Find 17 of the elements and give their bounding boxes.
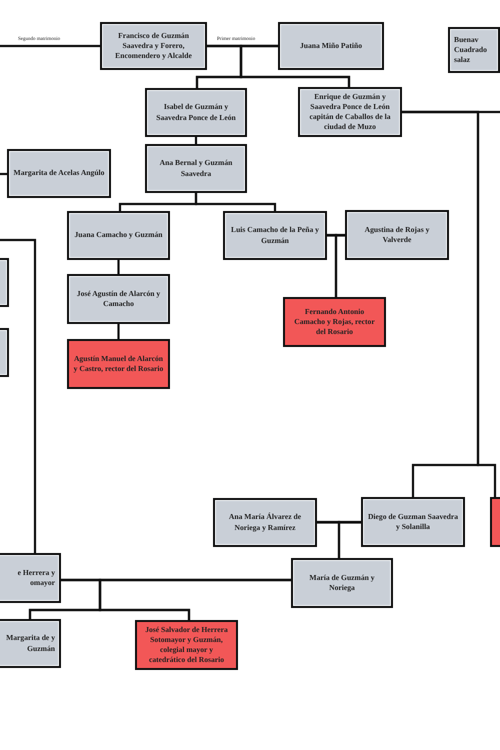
connector-line: [194, 137, 198, 144]
partial-box: [0, 258, 9, 307]
connector-line: [240, 44, 350, 87]
connector-line: [117, 324, 120, 339]
connector-line: [117, 260, 120, 274]
connector-line: [0, 44, 100, 48]
connector-line: [317, 521, 361, 524]
connector-line: [338, 520, 361, 558]
partial-box: [0, 328, 9, 377]
connector-line: [0, 172, 7, 176]
connector-line: [334, 234, 345, 297]
connector-line: [327, 234, 345, 237]
connector-line: [98, 578, 291, 620]
connector-line: [194, 193, 276, 211]
partial-box: [490, 497, 500, 547]
connector-line: [402, 110, 500, 114]
connector-line: [0, 238, 36, 553]
